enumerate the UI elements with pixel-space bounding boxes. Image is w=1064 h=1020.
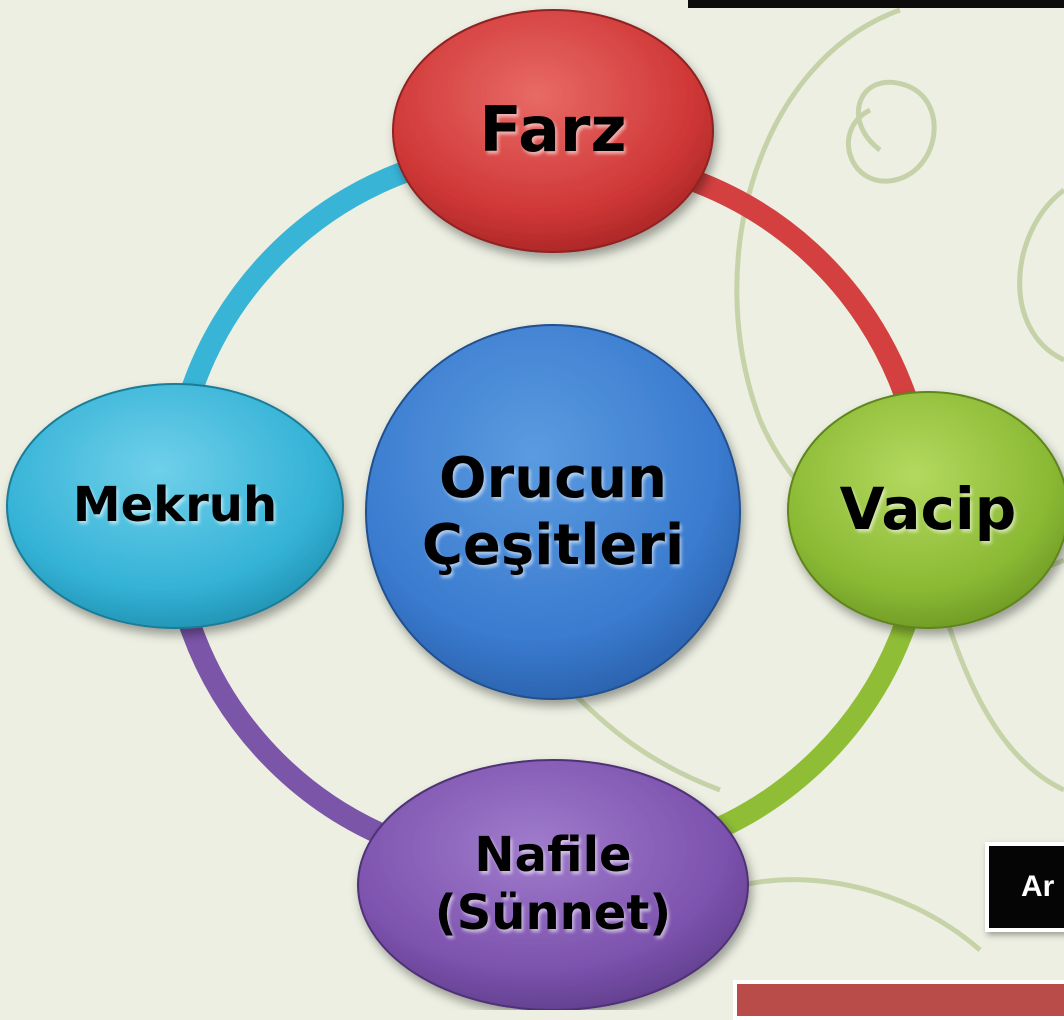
label-mekruh: Mekruh [17, 446, 333, 566]
label-center-line-2: Çeşitleri [421, 513, 685, 578]
label-center: Orucun Çeşitleri [376, 402, 730, 622]
arc-mekruh-farz [179, 159, 421, 406]
label-mekruh-line-1: Mekruh [72, 477, 278, 534]
label-farz-line-1: Farz [479, 92, 627, 166]
label-nafile-line-1: Nafile [474, 827, 632, 884]
label-vacip: Vacip [788, 450, 1064, 570]
bottom-caption-box [733, 980, 1064, 1020]
node-nafile [357, 759, 749, 1010]
node-vacip [787, 391, 1064, 629]
arc-farz-vacip [649, 159, 916, 406]
top-banner-bar [688, 0, 1064, 8]
side-caption-box: Ar [985, 842, 1064, 932]
label-center-line-1: Orucun [438, 445, 668, 511]
label-vacip-line-1: Vacip [839, 475, 1017, 544]
label-nafile: Nafile (Sünnet) [383, 805, 723, 965]
arc-nafile-mekruh [179, 614, 406, 851]
side-caption-text: Ar [1021, 870, 1055, 903]
node-mekruh [6, 383, 344, 629]
label-nafile-line-2: (Sünnet) [434, 885, 672, 941]
label-farz: Farz [393, 70, 713, 190]
cycle-ring [179, 159, 916, 851]
node-center [365, 324, 741, 700]
node-farz [392, 9, 714, 253]
arc-vacip-nafile [679, 614, 916, 851]
